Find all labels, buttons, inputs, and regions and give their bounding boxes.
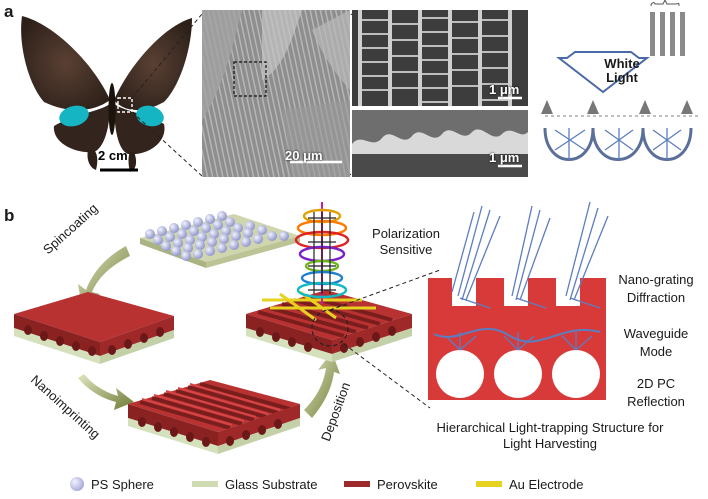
butterfly-scale-label: 2 cm: [98, 148, 128, 163]
deposition-arrow: [304, 352, 340, 418]
legend-item-glass-substrate: Glass Substrate: [192, 474, 318, 494]
legend-label: Au Electrode: [509, 476, 584, 492]
sem-cross-section-image: [352, 110, 528, 177]
perovskite-grating-layer: [128, 380, 300, 454]
legend-label: Glass Substrate: [225, 476, 318, 492]
spincoating-arrow: [78, 246, 130, 308]
fabrication-diagram: [14, 201, 609, 454]
ps-sphere-layer: [140, 211, 300, 268]
glass-substrate-swatch-icon: [192, 481, 218, 487]
sem1-scale-label: 20 μm: [285, 148, 323, 163]
panel-letter-b: b: [4, 206, 15, 225]
sem-wing-scales-image: [202, 10, 350, 177]
au-electrode-swatch-icon: [476, 481, 502, 487]
waveguide-label-line1: Waveguide: [623, 326, 689, 341]
ps-sphere-icon: [70, 477, 84, 491]
legend-label: Perovskite: [377, 476, 438, 492]
nanoimprinting-arrow: [78, 374, 134, 410]
legend-label: PS Sphere: [91, 476, 154, 492]
perovskite-flat-layer: [14, 292, 174, 364]
pc-label-line1: 2D PC: [636, 376, 676, 391]
butterfly-photo: [21, 16, 192, 172]
pc-label-line2: Reflection: [627, 394, 685, 409]
hierarchical-label-line2: Light Harvesting: [503, 436, 597, 451]
light-trapping-schematic-a: [541, 0, 698, 161]
final-device: [246, 290, 412, 362]
nanograting-label-line1: Nano-grating: [618, 272, 694, 287]
polarization-label-line2: Sensitive: [379, 242, 433, 257]
panel-letter-a: a: [4, 2, 14, 21]
polarization-label-line1: Polarization: [372, 226, 440, 241]
sem3-scale-label: 1 μm: [489, 150, 520, 165]
hierarchical-label-line1: Hierarchical Light-trapping Structure fo…: [436, 420, 664, 435]
waveguide-label-line2: Mode: [639, 344, 673, 359]
legend-item-ps-sphere: PS Sphere: [70, 474, 154, 494]
perovskite-swatch-icon: [344, 481, 370, 487]
zoomed-light-trapping-structure: [428, 201, 609, 400]
sem-nanostructure-top-image: [352, 10, 528, 106]
polarization-rays: [294, 202, 350, 304]
white-light-label-line1: White: [604, 56, 640, 71]
legend-item-perovskite: Perovskite: [344, 474, 438, 494]
nanograting-label-line2: Diffraction: [626, 290, 686, 305]
white-light-label-line2: Light: [606, 70, 638, 85]
sem2-scale-label: 1 μm: [489, 82, 520, 97]
legend-item-au-electrode: Au Electrode: [476, 474, 583, 494]
